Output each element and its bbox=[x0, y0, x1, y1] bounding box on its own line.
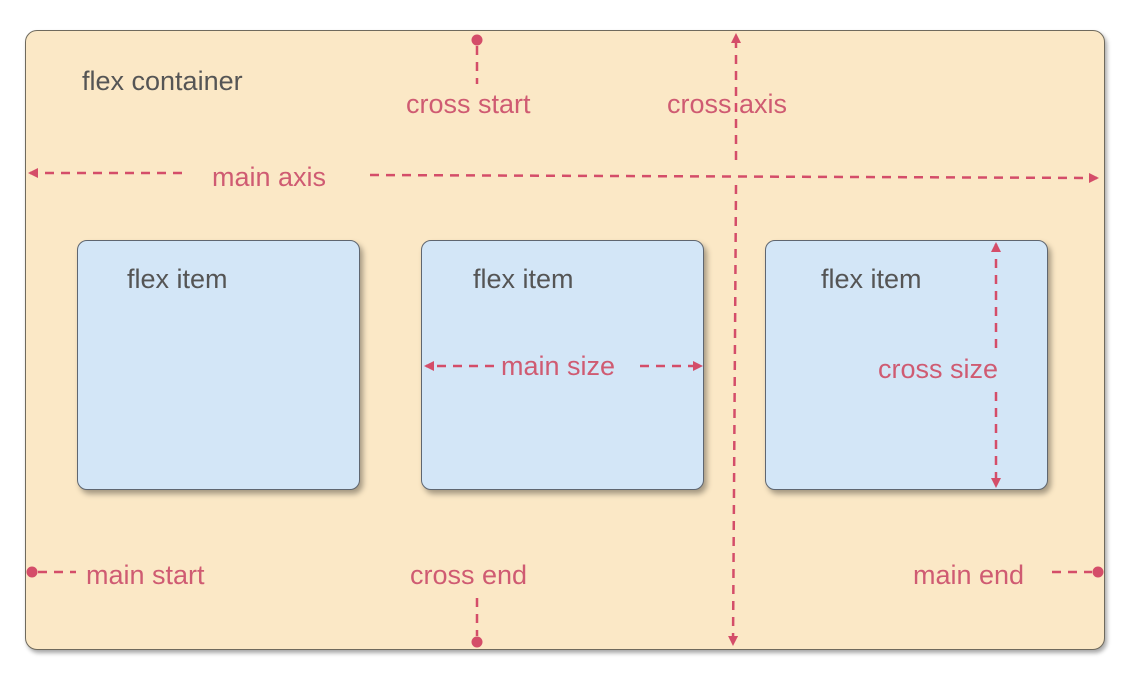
cross-end-label: cross end bbox=[410, 560, 528, 590]
flex-item-1-label: flex item bbox=[127, 264, 228, 294]
flex-item-3-label: flex item bbox=[821, 264, 922, 294]
flex-item-1 bbox=[77, 240, 360, 490]
flex-item-2-label: flex item bbox=[473, 264, 574, 294]
cross-start-label: cross start bbox=[406, 89, 531, 119]
cross-axis-label: cross axis bbox=[667, 89, 788, 119]
cross-start-dot bbox=[471, 34, 483, 46]
main-axis-label: main axis bbox=[212, 162, 327, 192]
main-axis-right-arrow bbox=[369, 172, 1099, 183]
main-start-label: main start bbox=[86, 560, 205, 590]
flex-container-label: flex container bbox=[82, 66, 243, 96]
main-start-dot bbox=[26, 566, 38, 578]
cross-size-label: cross size bbox=[878, 354, 999, 384]
cross-end-dot bbox=[471, 636, 483, 648]
flex-item-3 bbox=[765, 240, 1048, 490]
main-size-label: main size bbox=[501, 351, 616, 381]
main-end-label: main end bbox=[913, 560, 1025, 590]
cross-axis-down-arrow bbox=[728, 184, 739, 646]
main-end-dot bbox=[1092, 566, 1104, 578]
